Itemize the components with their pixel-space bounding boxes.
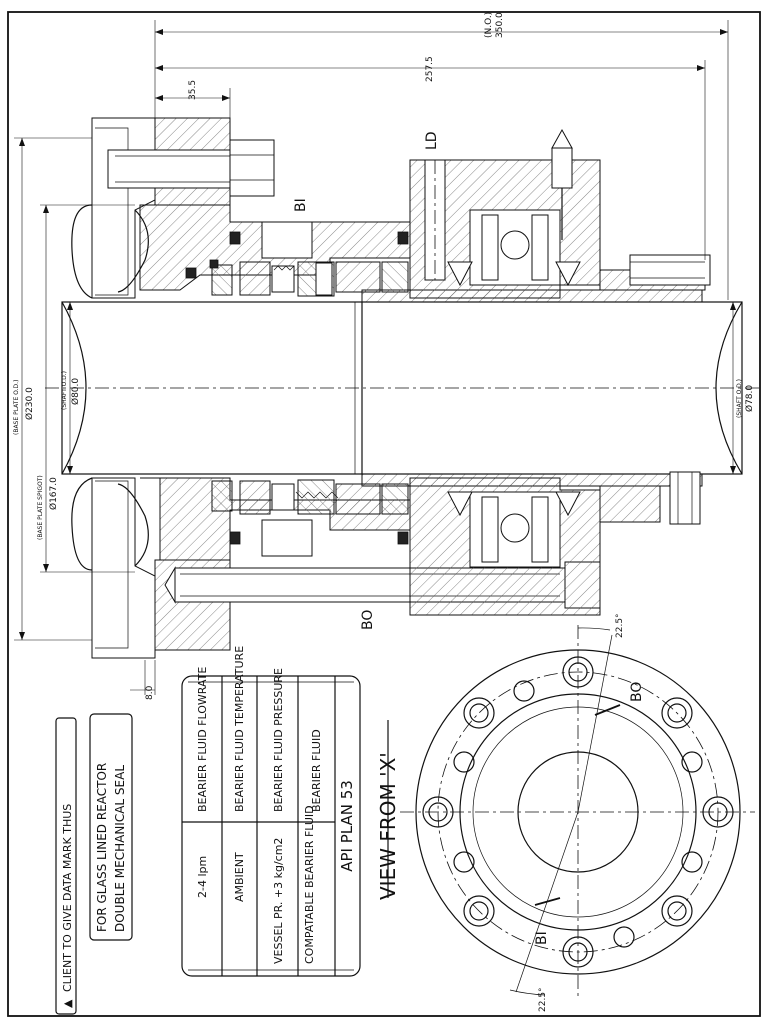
row4-value: 2-4 lpm [196, 856, 209, 898]
title-line-1: DOUBLE MECHANICAL SEAL [113, 765, 127, 932]
flange-small-holes [453, 680, 703, 948]
dim-35: 35.5 [188, 80, 198, 100]
row4-param: BEARIER FLUID FLOWRATE [196, 667, 209, 812]
row3-param: BEARIER FLUID TEMPERATURE [233, 646, 246, 812]
plan-title: API PLAN 53 [338, 780, 356, 872]
flange-bolts [422, 656, 734, 968]
dim-78-note: (SHAFT O.D.) [736, 379, 743, 418]
port-label-bo-section: BO [360, 610, 376, 630]
plan-table: API PLAN 53 BEARIER FLUID COMPATABLE BEA… [181, 646, 361, 977]
row1-value: COMPATABLE BEARIER FLUID [303, 805, 316, 964]
dim-167-note: (BASE PLATE SPIGOT) [37, 475, 44, 540]
dim-230-note: (BASE PLATE O.D.) [13, 380, 20, 435]
dim-257: 257.5 [425, 56, 435, 82]
section-view [45, 117, 760, 659]
title-notes: DOUBLE MECHANICAL SEAL FOR GLASS LINED R… [89, 713, 133, 941]
dim-350-note: (N.O.) [484, 12, 494, 38]
client-mark-icon: ▲ [61, 999, 74, 1008]
port-label-bi-flange: BI [534, 931, 550, 945]
dim-80-note: (SHAFT O.D.) [61, 371, 68, 410]
port-label-bo-flange: BO [629, 682, 645, 702]
title-line-2: FOR GLASS LINED REACTOR [95, 763, 109, 932]
dim-8: 8.0 [145, 685, 155, 700]
dim-230: Ø230.0 [24, 387, 35, 420]
flange-view: 22.5° 22.5° BO BI [400, 613, 755, 1012]
dimensions: 350.0 (N.O.) 257.5 35.5 8.0 Ø230.0 (BASE… [13, 12, 755, 700]
port-label-bi-section: BI [293, 198, 309, 212]
angle-label-top: 22.5° [615, 613, 625, 638]
drawing-border [7, 11, 761, 1017]
client-note: CLIENT TO GIVE DATA MARK THUS ▲ [55, 717, 77, 1015]
angle-label-bottom: 22.5° [538, 987, 548, 1012]
dim-80: Ø80.0 [70, 378, 81, 405]
row2-param: BEARIER FLUID PRESSURE [272, 668, 285, 812]
row1-param: BEARIER FLUID [310, 729, 323, 812]
client-note-text: CLIENT TO GIVE DATA MARK THUS [61, 804, 74, 992]
dim-78: Ø78.0 [744, 385, 755, 412]
dim-350: 350.0 [495, 12, 505, 38]
row2-value: VESSEL PR. +3 kg/cm2 [272, 838, 285, 964]
dim-167: Ø167.0 [48, 477, 59, 510]
port-label-ld: LD [424, 131, 440, 150]
row3-value: AMBIENT [233, 852, 246, 902]
